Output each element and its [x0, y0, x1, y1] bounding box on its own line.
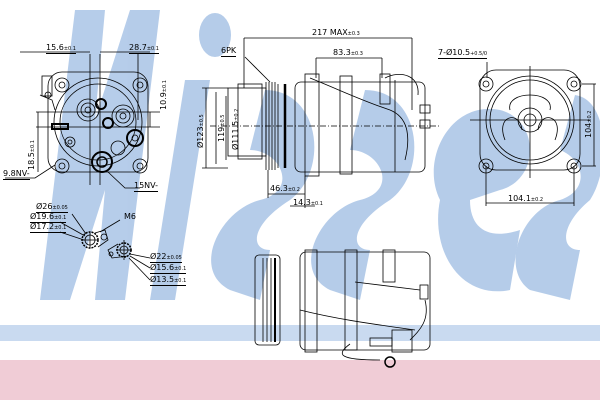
- dim-tolerance: ±0.1: [310, 201, 323, 207]
- dim-tolerance: ±0.1: [54, 225, 67, 231]
- dim-tolerance: ±0.05: [166, 255, 182, 261]
- dim-tolerance: +0.5/0: [470, 51, 488, 57]
- dim-tolerance: ±0.2: [530, 197, 544, 203]
- dim-tolerance: ±0.3: [350, 51, 363, 57]
- dim-104-1-width: 104.1±0.2: [508, 195, 543, 203]
- belt-6pk: 6PK: [221, 46, 237, 57]
- dim-port-17-2: Ø17.2±0.1: [30, 222, 67, 233]
- dim-value: 14.3: [293, 198, 311, 207]
- dim-14-3: 14.3±0.1: [293, 199, 323, 207]
- port-detail: [59, 213, 151, 281]
- dim-value: Ø26: [36, 202, 53, 211]
- rear-view: [470, 62, 596, 206]
- dim-83-3: 83.3±0.3: [333, 49, 363, 57]
- dim-28-7: 28.7±0.1: [129, 44, 159, 54]
- dim-18-5: 18.5±0.1: [27, 140, 36, 170]
- dim-value: Ø15.6: [150, 263, 175, 272]
- thread-15nv: 15NV-: [134, 181, 159, 192]
- dim-value: 18.5: [27, 152, 36, 170]
- dim-tolerance: ±0.1: [63, 46, 76, 52]
- dim-tolerance: ±0.1: [54, 215, 67, 221]
- dim-port-13-5: Ø13.5±0.1: [150, 275, 187, 286]
- dim-value: 15.6: [46, 43, 64, 52]
- dim-value: Ø19.6: [30, 212, 55, 221]
- dim-value: Ø123: [196, 126, 205, 148]
- dim-value: 104: [584, 122, 593, 138]
- dim-tolerance: ±0.5: [199, 114, 205, 127]
- dim-104-height: 104±0.2: [584, 110, 593, 138]
- dim-tolerance: ±0.3: [347, 31, 360, 37]
- dim-value: 217 MAX: [312, 28, 348, 37]
- thread-m6: M6: [124, 212, 136, 221]
- dim-dia-111-5: Ø111.5±0.2: [231, 108, 240, 150]
- dim-value: 7-Ø10.5: [438, 48, 471, 57]
- dim-tolerance: ±0.1: [174, 266, 187, 272]
- dim-tolerance: ±0.5: [220, 114, 226, 127]
- dim-119: 119±0.5: [217, 114, 226, 142]
- dim-value: 119: [217, 126, 226, 142]
- side-view: [202, 37, 440, 208]
- dim-tolerance: ±0.2: [587, 110, 593, 123]
- dim-tolerance: ±0.1: [146, 46, 159, 52]
- dim-port-15-6: Ø15.6±0.1: [150, 263, 187, 274]
- dim-value: 104.1: [508, 194, 531, 203]
- dim-value: Ø17.2: [30, 222, 55, 231]
- dim-tolerance: ±0.1: [30, 140, 36, 153]
- dim-tolerance: ±0.2: [234, 108, 240, 121]
- dim-217-max: 217 MAX±0.3: [312, 29, 360, 37]
- dim-value: 28.7: [129, 43, 147, 52]
- dim-tolerance: ±0.1: [162, 80, 168, 93]
- pink-band: [0, 360, 600, 400]
- dim-46-3: 46.3±0.2: [270, 185, 300, 193]
- dim-value: Ø22: [150, 252, 167, 261]
- dim-value: Ø13.5: [150, 275, 175, 284]
- dim-tolerance: ±0.1: [174, 278, 187, 284]
- dim-value: 46.3: [270, 184, 288, 193]
- dim-port-26: Ø26±0.05: [36, 203, 68, 213]
- dim-tolerance: ±0.05: [52, 205, 68, 211]
- dim-port-22: Ø22±0.05: [150, 253, 182, 263]
- dim-value: 10.9: [159, 92, 168, 110]
- thread-9-8nv: 9.8NV-: [3, 169, 30, 180]
- dim-port-19-6: Ø19.6±0.1: [30, 212, 67, 223]
- dim-holes-10-5: 7-Ø10.5+0.5/0: [438, 48, 488, 59]
- dim-tolerance: ±0.2: [287, 187, 300, 193]
- dim-dia-123: Ø123±0.5: [196, 114, 205, 148]
- dim-value: Ø111.5: [231, 120, 240, 150]
- front-view: [5, 51, 160, 189]
- dim-15-6: 15.6±0.1: [46, 44, 76, 54]
- dim-value: 83.3: [333, 48, 351, 57]
- dim-10-9: 10.9±0.1: [159, 80, 168, 110]
- bottom-view: [254, 249, 431, 368]
